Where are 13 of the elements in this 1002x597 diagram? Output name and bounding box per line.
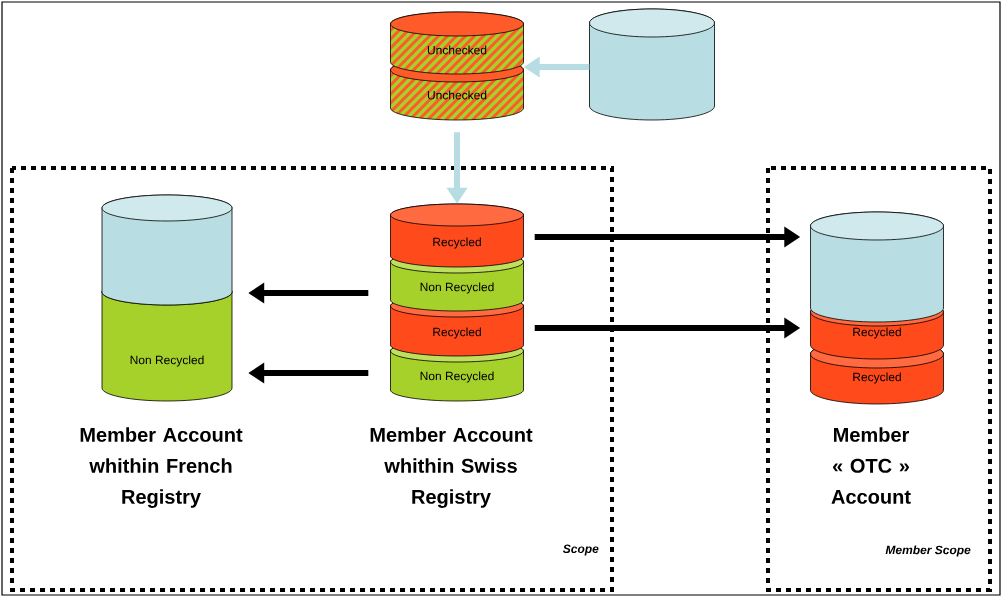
- segment-label: Non Recycled: [420, 282, 494, 294]
- segment-label: Recycled: [433, 237, 481, 249]
- segment-label: Unchecked: [427, 45, 487, 55]
- segment-label: Non Recycled: [420, 371, 494, 383]
- cylinder-drawing: [589, 8, 715, 121]
- node-label: Member « OTC » Account: [831, 427, 911, 504]
- node-label: Member Account whithin Swiss Registry: [370, 427, 533, 508]
- segment-label: Recycled: [853, 372, 901, 384]
- scope-label: Scope: [562, 544, 599, 556]
- node-label: Member Account whithin French Registry: [80, 427, 243, 508]
- segment-label: Recycled: [433, 327, 481, 339]
- segment-label: Recycled: [853, 327, 901, 339]
- scope-label: Member Scope: [885, 545, 971, 557]
